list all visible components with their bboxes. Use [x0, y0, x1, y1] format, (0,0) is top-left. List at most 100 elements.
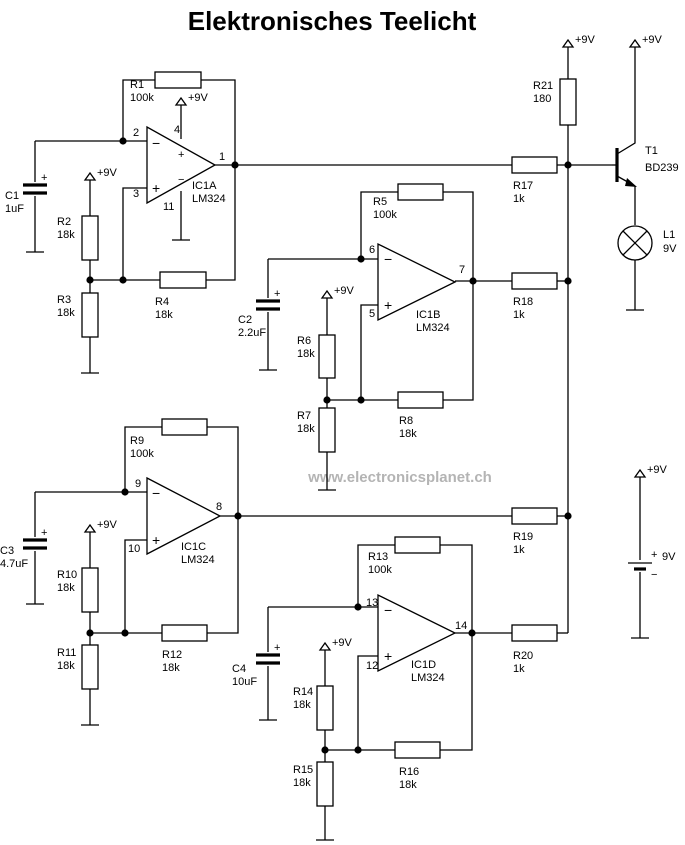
opamp-ic1a — [146, 125, 217, 205]
resistor-r17 — [511, 156, 558, 174]
component-ref-c1: C1 — [5, 190, 19, 202]
wire — [443, 281, 474, 401]
component-ref-r4: R4 — [155, 296, 169, 308]
opamp-ref: IC1D — [411, 659, 436, 671]
component-value-r8: 18k — [399, 428, 417, 440]
opamp-ic1b — [377, 242, 457, 322]
symbol-sign: − — [152, 485, 160, 501]
supply-symbol — [83, 171, 97, 181]
resistor-r15 — [316, 761, 334, 807]
supply-symbol — [320, 289, 334, 299]
component-value-r21: 180 — [533, 93, 551, 105]
component-ref-r10: R10 — [57, 569, 77, 581]
junction-dot — [354, 746, 362, 754]
capacitor-c4-polarity: + — [274, 642, 280, 654]
component-ref-r19: R19 — [513, 531, 533, 543]
component-ref-r18: R18 — [513, 296, 533, 308]
resistor-r3 — [81, 292, 99, 338]
component-value-r11: 18k — [57, 660, 75, 672]
resistor-r6 — [318, 334, 336, 379]
component-value-c3: 4.7uF — [0, 558, 28, 570]
pin-number: 12 — [366, 660, 378, 672]
battery-minus: − — [651, 569, 657, 581]
component-value-r3: 18k — [57, 307, 75, 319]
symbol-sign: − — [178, 174, 184, 186]
component-value-c2: 2.2uF — [238, 327, 266, 339]
resistor-r11 — [81, 644, 99, 690]
pin-number: 2 — [133, 127, 139, 139]
pin-number: 9 — [135, 478, 141, 490]
component-ref-r21: R21 — [533, 80, 553, 92]
resistor-r10 — [81, 567, 99, 613]
wire — [122, 187, 147, 280]
wire — [357, 544, 395, 607]
resistor-r13 — [394, 536, 441, 554]
wire — [124, 539, 147, 633]
resistor-r19 — [511, 507, 558, 525]
junction-dot — [357, 396, 365, 404]
junction-dot — [119, 137, 127, 145]
component-value-r20: 1k — [513, 663, 525, 675]
component-value-r7: 18k — [297, 423, 315, 435]
opamp-ic1c — [146, 476, 222, 556]
component-ref-r8: R8 — [399, 415, 413, 427]
component-value-r4: 18k — [155, 309, 173, 321]
resistor-r18 — [511, 272, 558, 290]
resistor-r7 — [318, 407, 336, 453]
supply-label: +9V — [188, 92, 209, 104]
component-ref-r20: R20 — [513, 650, 533, 662]
wire — [360, 191, 398, 259]
supply-symbol — [633, 468, 647, 478]
lamp-l1-cross — [622, 230, 648, 256]
supply-label: +9V — [332, 637, 353, 649]
component-value-r9: 100k — [130, 448, 154, 460]
component-ref-r17: R17 — [513, 180, 533, 192]
component-ref-r11: R11 — [57, 647, 76, 659]
symbol-sign: − — [384, 602, 392, 618]
component-value-r1: 100k — [130, 92, 154, 104]
wire — [207, 426, 239, 516]
junction-dot — [121, 488, 129, 496]
pin-number: 13 — [366, 597, 378, 609]
pin-number: 14 — [455, 620, 467, 632]
component-value-r12: 18k — [162, 662, 180, 674]
supply-label: +9V — [642, 34, 663, 46]
component-ref-c4: C4 — [232, 663, 246, 675]
transistor-t1-arrow — [625, 178, 637, 187]
symbol-sign: + — [384, 648, 392, 664]
opamp-part: LM324 — [411, 672, 445, 684]
resistor-r1 — [154, 71, 202, 89]
component-ref-r16: R16 — [399, 766, 419, 778]
lamp-value: 9V — [663, 243, 677, 255]
battery-plus: + — [651, 549, 657, 561]
wire — [122, 79, 155, 141]
component-ref-c3: C3 — [0, 545, 14, 557]
pin-number: 8 — [216, 501, 222, 513]
resistor-r9 — [161, 418, 208, 436]
component-value-r13: 100k — [368, 564, 392, 576]
opamp-ref: IC1A — [192, 180, 217, 192]
component-ref-r6: R6 — [297, 335, 311, 347]
component-value-r10: 18k — [57, 582, 75, 594]
opamp-ic1d — [377, 593, 457, 673]
component-value-r14: 18k — [293, 699, 311, 711]
symbol-sign: − — [152, 135, 160, 151]
component-value-r19: 1k — [513, 544, 525, 556]
supply-label: +9V — [97, 167, 118, 179]
resistor-r12 — [161, 624, 208, 642]
supply-symbol — [83, 523, 97, 533]
transistor-ref: T1 — [645, 145, 658, 157]
component-value-r16: 18k — [399, 779, 417, 791]
resistor-r16 — [394, 741, 441, 759]
supply-symbol — [174, 96, 188, 106]
opamp-part: LM324 — [416, 322, 450, 334]
component-value-r5: 100k — [373, 209, 397, 221]
wire — [440, 633, 473, 751]
supply-symbol — [561, 38, 575, 48]
junction-dot — [469, 277, 477, 285]
junction-dot — [121, 629, 129, 637]
battery-value: 9V — [662, 551, 676, 563]
component-ref-r14: R14 — [293, 686, 313, 698]
wire — [201, 79, 236, 165]
